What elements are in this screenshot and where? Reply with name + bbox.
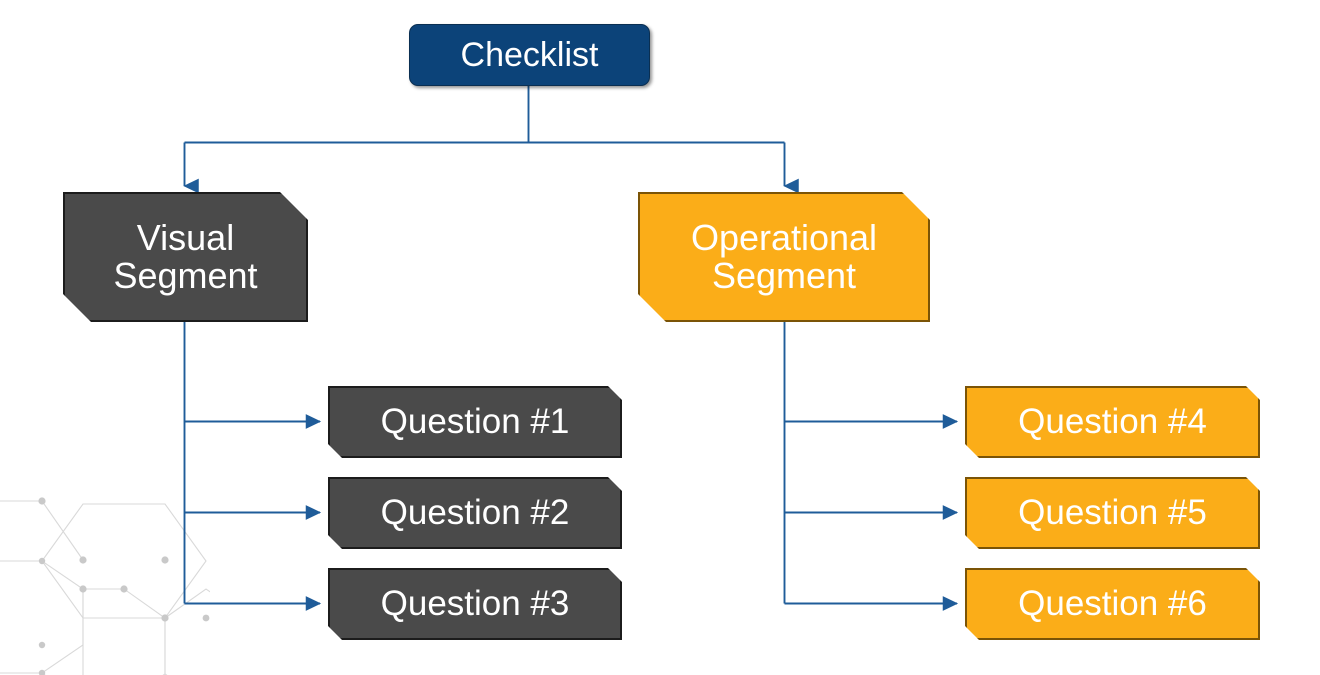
node-question-1[interactable]: Question #1 <box>328 386 622 458</box>
node-question-6[interactable]: Question #6 <box>965 568 1260 640</box>
node-question-2[interactable]: Question #2 <box>328 477 622 549</box>
node-question-4[interactable]: Question #4 <box>965 386 1260 458</box>
hexagon-watermark <box>0 497 210 675</box>
node-question-3[interactable]: Question #3 <box>328 568 622 640</box>
node-question-5[interactable]: Question #5 <box>965 477 1260 549</box>
node-visual-segment[interactable]: Visual Segment <box>63 192 308 322</box>
node-operational-segment[interactable]: Operational Segment <box>638 192 930 322</box>
node-checklist[interactable]: Checklist <box>409 24 650 86</box>
